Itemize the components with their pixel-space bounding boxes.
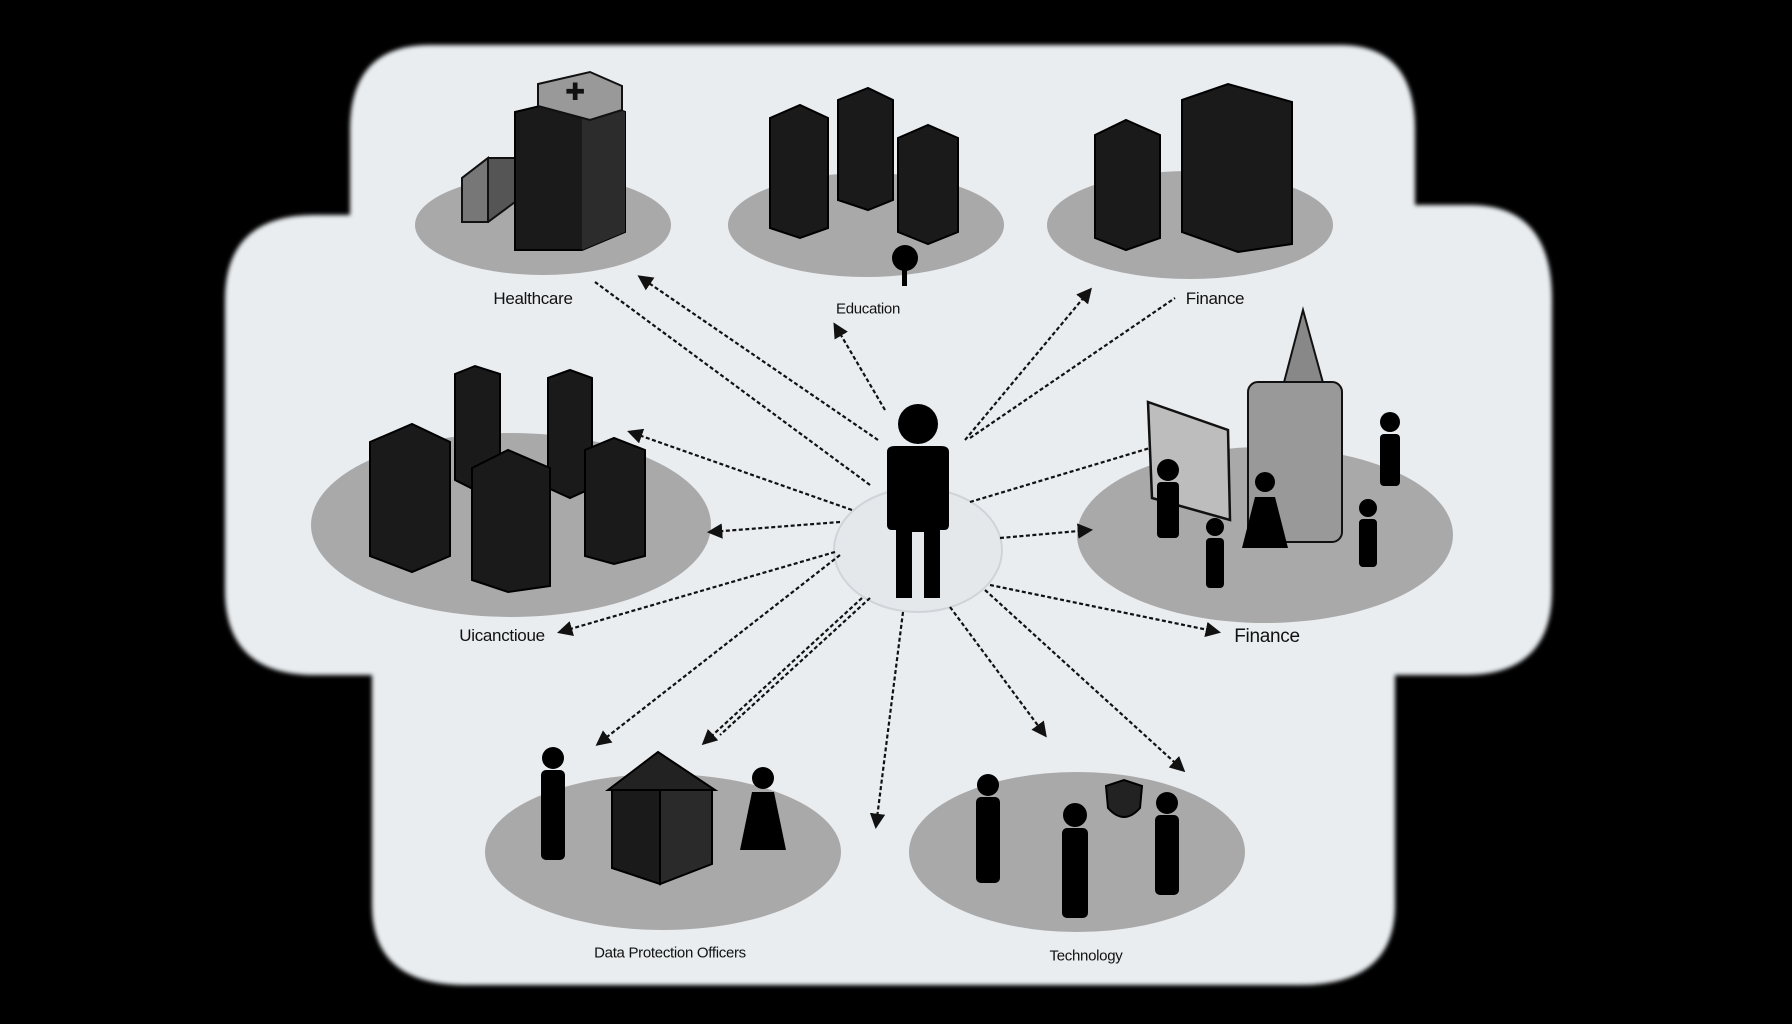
- arrow-to-data-protection-1: [595, 554, 841, 746]
- arrow-to-healthcare-2: [594, 281, 871, 486]
- arrow-to-finance-top-2: [969, 297, 1176, 439]
- arrow-to-data-protection-3: [719, 597, 871, 736]
- svg-text:✚: ✚: [565, 78, 585, 106]
- people-with-shield-icon: [976, 774, 1179, 918]
- arrow-to-healthcare: [637, 275, 879, 441]
- arrow-to-finance-right-upper: [969, 446, 1151, 504]
- arrow-to-finance-right-mid: [999, 523, 1094, 540]
- arrow-to-education: [833, 322, 886, 411]
- arrow-to-uicancitoue-upper: [627, 428, 853, 512]
- label-technology: Technology: [1049, 947, 1123, 965]
- label-uicancitoue: Uicanctioue: [459, 626, 545, 645]
- label-healthcare: Healthcare: [493, 289, 573, 308]
- hospital-building-icon: ✚: [461, 70, 626, 251]
- arrow-to-center-bottom: [869, 611, 905, 830]
- person-icon: [887, 404, 949, 598]
- label-education: Education: [835, 300, 901, 318]
- arrow-to-uicancitoue-mid: [706, 520, 841, 539]
- label-finance-top: Finance: [1185, 289, 1245, 308]
- house-with-people-icon: [541, 747, 786, 886]
- arrow-to-finance-top: [964, 287, 1092, 441]
- arrow-to-data-protection-2: [701, 597, 863, 746]
- label-finance-right: Finance: [1234, 626, 1300, 647]
- arrow-to-uicancitoue-low: [557, 550, 836, 636]
- arrow-to-technology-2: [984, 589, 1186, 773]
- label-data-protection: Data Protection Officers: [594, 944, 746, 962]
- arrow-to-technology-1: [949, 606, 1047, 738]
- office-towers-icon: [1094, 82, 1293, 254]
- school-buildings-icon: [769, 86, 959, 286]
- bank-building-icon: [1146, 306, 1400, 588]
- connector-arrows: [557, 275, 1222, 830]
- city-blocks-icon: [369, 364, 646, 594]
